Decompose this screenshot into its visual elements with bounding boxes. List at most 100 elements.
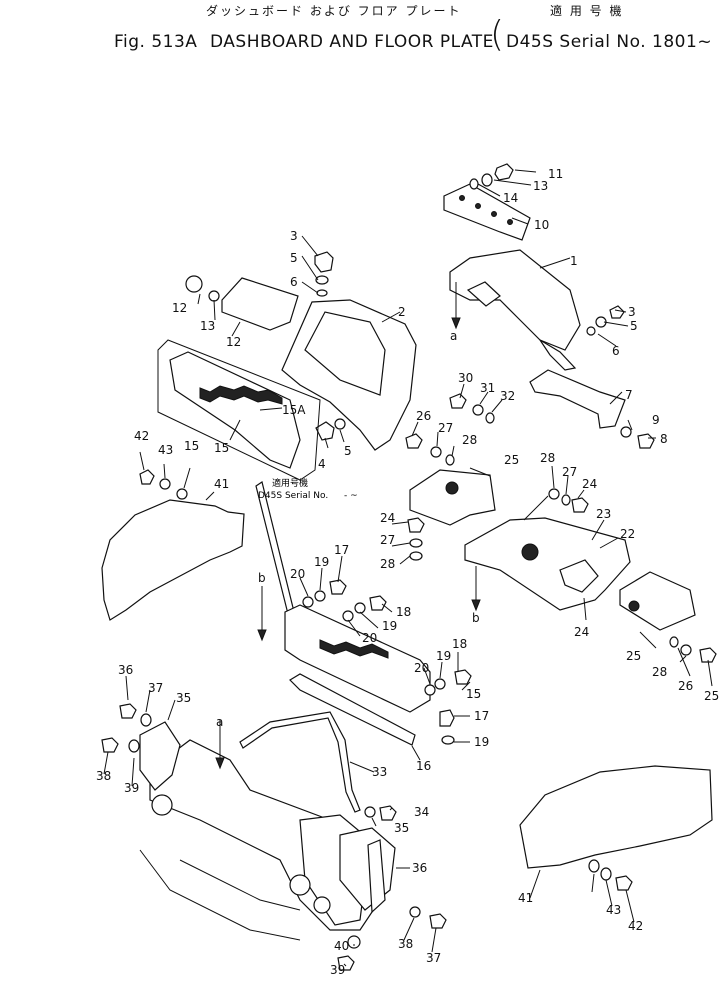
fasteners-41-42-43-right [588,859,633,891]
callout: 9 [652,413,660,427]
callout: 25 [626,649,641,663]
callout: 36 [118,663,133,677]
part-40-side-panel-left [101,499,245,621]
callout: 35 [176,691,191,705]
callout: 16 [416,759,431,773]
callout: 27 [380,533,395,547]
part-32-pipe [239,711,361,813]
figure-label: Fig. 513A [114,32,198,52]
callout: 39 [330,963,345,977]
callout: 13 [200,319,215,333]
callout: 35 [394,821,409,835]
fasteners-26-31 [405,393,495,466]
callout: 25 [704,689,719,703]
arrow-label-b: b [258,571,266,585]
callout: 38 [398,937,413,951]
callout: 3 [628,305,636,319]
callout: 15 [214,441,229,455]
callout-numbers: 11 13 14 10 1 3 5 6 7 9 8 2 3 5 6 12 13 … [96,167,719,977]
part-40-side-panel-right [519,765,713,869]
callout: 2 [398,305,406,319]
callout: 23 [596,507,611,521]
callout: 14 [503,191,518,205]
callout: 7 [625,388,633,402]
callout: 24 [582,477,597,491]
callout: 18 [396,605,411,619]
inline-note-jp: 適用号機 [272,477,308,489]
callout: 28 [540,451,555,465]
callout: 41 [214,477,229,491]
tractor-frame [139,739,381,941]
figure-header: ダッシュボード および フロア プレート Fig. 513A DASHBOARD… [0,0,719,60]
callout: 1 [570,254,578,268]
callout: 38 [96,769,111,783]
callout: 30 [458,371,473,385]
callout: 25 [504,453,519,467]
fasteners-33-34 [364,805,397,821]
callout: 39 [124,781,139,795]
callout: 3 [290,229,298,243]
callout: 34 [414,805,429,819]
callout: 27 [562,465,577,479]
callout: 41 [518,891,533,905]
callout: 18 [452,637,467,651]
callout: 19 [474,735,489,749]
applicability-japanese: 適 用 号 機 [550,4,624,18]
callout: 20 [362,631,377,645]
applicability-english: D45S Serial No. 1801~ [506,32,713,52]
callout: 26 [678,679,693,693]
part-15-lower-panel [157,339,321,481]
inline-note-en: D45S Serial No. [258,491,328,501]
callout: 31 [480,381,495,395]
callout: 27 [438,421,453,435]
part-1-cowl [449,249,581,371]
callout: 40 [334,939,349,953]
fasteners-12-13-14 [469,163,514,190]
part-7-bracket [529,369,626,429]
callout: 19 [314,555,329,569]
callout: 13 [533,179,548,193]
part-35-clamps [139,721,396,914]
callout: 28 [652,665,667,679]
paren-open: ( [490,14,505,55]
callout: 20 [414,661,429,675]
callout: 43 [606,903,621,917]
callout: 36 [412,861,427,875]
callout: 4 [318,457,326,471]
callout: 28 [462,433,477,447]
callout: 28 [380,557,395,571]
leader-lines [103,169,713,967]
part-2-dashboard-panel [281,299,417,451]
part-21-floor-plate [464,517,631,611]
callout: 17 [474,709,489,723]
callout: 42 [134,429,149,443]
callout: 6 [612,344,620,358]
callout: 5 [630,319,638,333]
callout: 19 [436,649,451,663]
callout: 11 [548,167,563,181]
callout: 24 [574,625,589,639]
callout: 22 [620,527,635,541]
arrow-label-b: b [472,611,480,625]
reference-arrows [215,282,481,770]
callout: 42 [628,919,643,933]
arrow-label-a: a [216,715,223,729]
part-15-16-front-panel [284,604,431,746]
fasteners-36-39 [101,703,447,971]
title-english: DASHBOARD AND FLOOR PLATE [210,32,494,52]
callout: 19 [382,619,397,633]
callout: 15A [282,403,306,417]
callout: 33 [372,765,387,779]
fasteners-12-13-left [185,275,220,302]
callout: 26 [416,409,431,423]
callout: 37 [426,951,441,965]
callout: 5 [344,444,352,458]
callout: 17 [334,543,349,557]
arrow-label-a: a [450,329,457,343]
callout: 43 [158,443,173,457]
fasteners-17-20-upper [302,579,387,622]
fasteners-25-27-28 [407,488,589,561]
callout: 10 [534,218,549,232]
fasteners-3-5-6-upper [314,251,334,297]
